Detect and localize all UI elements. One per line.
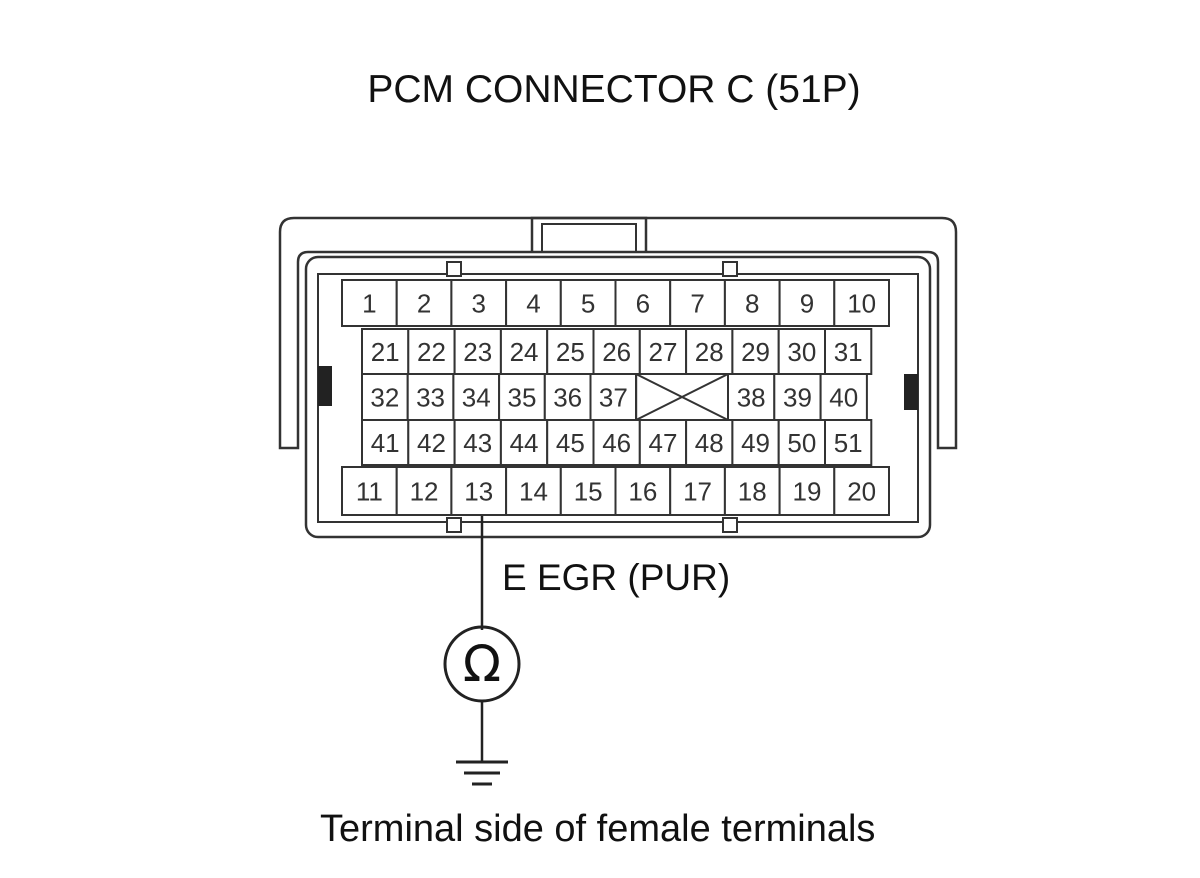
terminal-cavity <box>361 419 410 466</box>
terminal-cavity <box>723 279 781 327</box>
terminal-number: 29 <box>741 337 770 367</box>
terminal-cavity <box>685 419 734 466</box>
terminal-cavity <box>395 466 453 516</box>
terminal-number: 44 <box>510 428 539 458</box>
terminal-number: 19 <box>792 476 821 506</box>
lock-tab <box>530 216 648 252</box>
terminal-number: 27 <box>648 337 677 367</box>
terminal-cavity <box>499 419 549 466</box>
terminal-cavity <box>592 419 641 466</box>
side-latch-left <box>318 366 332 406</box>
terminal-number: 26 <box>602 337 631 367</box>
terminal-number: 30 <box>787 337 816 367</box>
terminal-cavity <box>453 419 502 466</box>
terminal-cavity <box>505 466 562 516</box>
wire-label: E EGR (PUR) <box>502 557 731 598</box>
terminal-number: 33 <box>416 382 445 412</box>
terminal-number: 15 <box>574 476 603 506</box>
terminal-number: 24 <box>510 337 539 367</box>
terminal-cavity <box>727 373 776 421</box>
terminal-number: 39 <box>783 382 812 412</box>
terminal-cavity <box>589 373 638 421</box>
terminal-cavity <box>614 466 672 516</box>
terminal-number: 28 <box>695 337 724 367</box>
terminal-number: 31 <box>834 337 863 367</box>
terminal-number: 11 <box>356 476 383 506</box>
terminal-number: 38 <box>737 382 766 412</box>
terminal-number: 37 <box>599 382 628 412</box>
terminal-cavity <box>833 466 890 516</box>
key-notch-bottom-left <box>446 517 462 533</box>
terminal-number: 51 <box>834 428 863 458</box>
terminal-number: 41 <box>371 428 400 458</box>
terminal-number: 9 <box>800 288 814 318</box>
terminal-number: 6 <box>636 288 650 318</box>
ground-icon <box>456 760 508 786</box>
terminal-number: 13 <box>464 476 493 506</box>
terminal-number: 2 <box>417 288 431 318</box>
terminal-number: 36 <box>553 382 582 412</box>
terminal-cavity <box>450 279 508 327</box>
terminal-number: 35 <box>507 382 536 412</box>
terminal-number: 18 <box>738 476 767 506</box>
terminal-cavity <box>407 419 456 466</box>
terminal-number: 48 <box>695 428 724 458</box>
terminal-cavity <box>341 466 398 516</box>
terminal-number: 50 <box>787 428 816 458</box>
connector-body <box>304 255 932 539</box>
terminal-number: 10 <box>847 288 876 318</box>
terminal-number: 47 <box>648 428 677 458</box>
terminal-number: 21 <box>371 337 400 367</box>
side-latch-right <box>904 374 918 410</box>
terminal-number: 1 <box>362 288 376 318</box>
terminal-cavity <box>614 279 672 327</box>
caption: Terminal side of female terminals <box>320 808 876 850</box>
terminal-number: 32 <box>370 382 399 412</box>
terminal-number: 14 <box>519 476 548 506</box>
terminal-cavity <box>685 328 734 375</box>
blank-cavity <box>635 373 729 421</box>
terminal-cavity <box>824 419 873 466</box>
terminal-cavity <box>361 328 410 375</box>
terminal-number: 3 <box>472 288 486 318</box>
page-title: PCM CONNECTOR C (51P) <box>367 68 861 111</box>
terminal-number: 7 <box>690 288 704 318</box>
terminal-number: 40 <box>829 382 858 412</box>
terminal-cavity <box>833 279 890 327</box>
terminal-number: 49 <box>741 428 770 458</box>
terminal-number: 34 <box>462 382 491 412</box>
connector-housing <box>278 216 958 450</box>
terminal-cavity <box>824 328 873 375</box>
terminal-number: 12 <box>410 476 439 506</box>
terminal-cavity <box>731 419 780 466</box>
terminal-cavity <box>505 279 562 327</box>
terminal-number: 16 <box>628 476 657 506</box>
terminal-number: 42 <box>417 428 446 458</box>
key-notch-top-right <box>722 261 738 277</box>
terminal-cavity <box>395 279 453 327</box>
terminal-number: 25 <box>556 337 585 367</box>
terminal-cavity <box>669 279 726 327</box>
ohm-symbol: Ω <box>463 635 501 693</box>
terminal-number: 43 <box>463 428 492 458</box>
terminal-number: 8 <box>745 288 759 318</box>
terminal-cavity <box>638 419 688 466</box>
terminal-cavity <box>723 466 781 516</box>
key-notch-top-left <box>446 261 462 277</box>
terminal-number: 5 <box>581 288 595 318</box>
terminal-number: 46 <box>602 428 631 458</box>
terminal-number: 4 <box>526 288 540 318</box>
terminal-number: 23 <box>463 337 492 367</box>
terminal-number: 20 <box>847 476 876 506</box>
terminal-number: 45 <box>556 428 585 458</box>
terminal-cavity <box>638 328 688 375</box>
terminal-cavity <box>559 279 617 327</box>
terminal-number: 17 <box>683 476 712 506</box>
key-notch-bottom-right <box>722 517 738 533</box>
lock-tab-inner <box>541 223 637 253</box>
terminal-number: 22 <box>417 337 446 367</box>
